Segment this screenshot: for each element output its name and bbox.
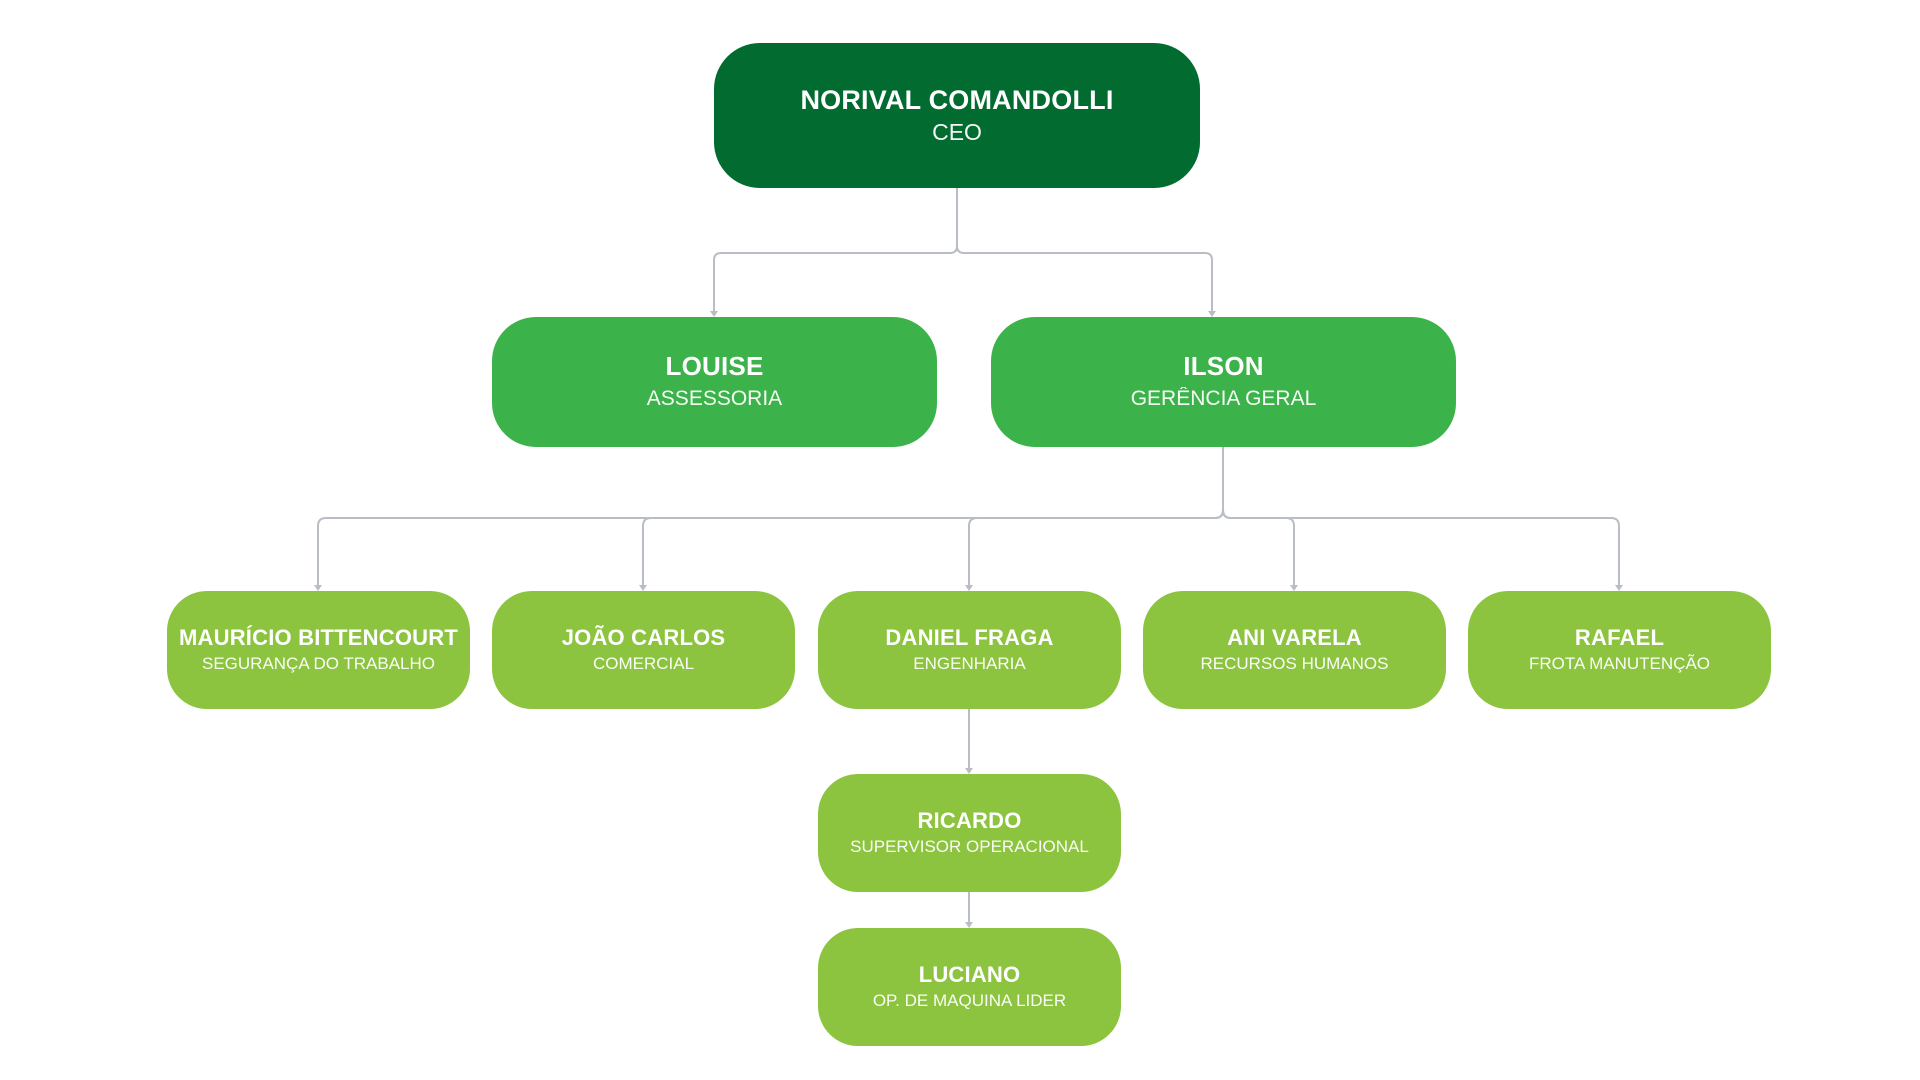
node-role: GERÊNCIA GERAL [1130,387,1317,411]
node-role: SUPERVISOR OPERACIONAL [850,837,1089,857]
node-daniel: DANIEL FRAGA ENGENHARIA [818,591,1121,709]
node-role: CEO [932,118,982,145]
node-name: RICARDO [917,808,1022,834]
node-name: ANI VARELA [1227,625,1362,651]
node-ricardo: RICARDO SUPERVISOR OPERACIONAL [818,774,1121,892]
node-name: RAFAEL [1574,625,1665,651]
node-role: RECURSOS HUMANOS [1200,654,1389,674]
node-name: LOUISE [665,351,764,382]
connector-ceo-ilson [956,188,1213,312]
node-name: LUCIANO [918,962,1021,988]
node-role: OP. DE MAQUINA LIDER [872,991,1067,1011]
node-louise: LOUISE ASSESSORIA [492,317,937,447]
connector-ilson-mauricio [317,447,1224,586]
node-name: ILSON [1183,351,1264,382]
node-joao: JOÃO CARLOS COMERCIAL [492,591,795,709]
node-role: ENGENHARIA [913,654,1026,674]
node-name: DANIEL FRAGA [885,625,1054,651]
node-rafael: RAFAEL FROTA MANUTENÇÃO [1468,591,1771,709]
connector-ilson-daniel [968,509,1224,586]
connector-ceo-louise [713,188,958,312]
connector-ilson-ani [1222,509,1295,586]
node-name: NORIVAL COMANDOLLI [800,84,1114,115]
node-role: FROTA MANUTENÇÃO [1528,654,1711,674]
connector-ilson-rafael [1222,509,1620,586]
node-ani: ANI VARELA RECURSOS HUMANOS [1143,591,1446,709]
connector-ilson-joao [642,509,1224,586]
node-role: SEGURANÇA DO TRABALHO [201,654,436,674]
node-role: COMERCIAL [592,654,695,674]
node-ilson: ILSON GERÊNCIA GERAL [991,317,1456,447]
node-role: ASSESSORIA [646,387,783,411]
node-name: MAURÍCIO BITTENCOURT [179,625,458,651]
node-name: JOÃO CARLOS [561,625,726,651]
node-luciano: LUCIANO OP. DE MAQUINA LIDER [818,928,1121,1046]
node-mauricio: MAURÍCIO BITTENCOURT SEGURANÇA DO TRABAL… [167,591,470,709]
node-ceo: NORIVAL COMANDOLLI CEO [714,43,1200,188]
